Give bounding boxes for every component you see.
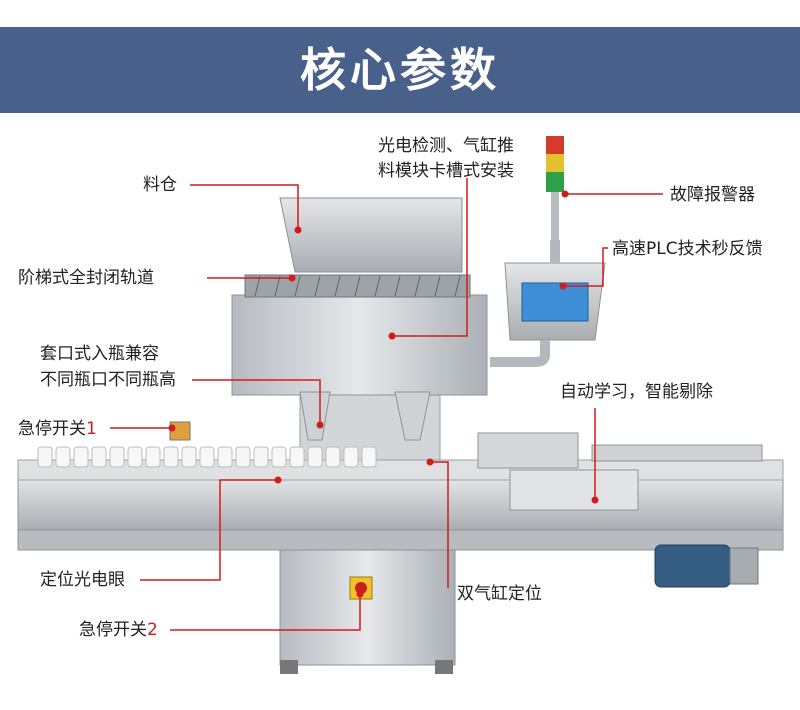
- label-alarm: 故障报警器: [670, 185, 755, 205]
- label-positioning-eye: 定位光电眼: [40, 570, 125, 590]
- label-estop2-num: 2: [147, 620, 158, 640]
- callout-photo-module: [392, 178, 468, 337]
- label-double-cylinder: 双气缸定位: [457, 584, 542, 604]
- label-plc: 高速PLC技术秒反馈: [612, 239, 763, 259]
- callout-double-cyl: [430, 461, 449, 588]
- left-foot: [280, 660, 298, 674]
- callout-hopper: [190, 184, 299, 230]
- title-banner: [0, 27, 800, 113]
- label-bottle-line1: 套口式入瓶兼容: [40, 344, 159, 364]
- side-rail: [591, 444, 763, 462]
- conveyor-front: [17, 529, 784, 551]
- bottle-row: [37, 446, 377, 468]
- label-estop2: 急停开关2: [79, 619, 158, 641]
- plc-arm: [490, 240, 560, 367]
- label-photo-module-line2: 料模块卡槽式安装: [378, 161, 514, 181]
- callout-positioning: [140, 479, 278, 581]
- label-estop1-num: 1: [86, 419, 97, 439]
- label-hopper: 料仓: [143, 175, 177, 195]
- hopper-base: [231, 294, 488, 396]
- tower-light-yellow: [546, 154, 564, 172]
- callout-plc: [563, 247, 608, 287]
- label-bottle-line2: 不同瓶口不同瓶高: [40, 370, 176, 390]
- label-photo-module-line1: 光电检测、气缸推: [378, 136, 514, 156]
- rejection-tray: [477, 432, 579, 469]
- hopper-bin: [279, 197, 463, 273]
- conveyor-table: [17, 477, 784, 531]
- plc-screen: [521, 282, 589, 322]
- tower-light-green: [546, 172, 564, 192]
- label-estop1: 急停开关1: [18, 418, 97, 440]
- label-estop2-text: 急停开关: [79, 620, 147, 640]
- label-auto-learn: 自动学习，智能剔除: [560, 382, 713, 402]
- page-title: 核心参数: [300, 43, 500, 97]
- callout-bottle: [192, 379, 321, 425]
- label-estop1-text: 急停开关: [18, 419, 86, 439]
- right-foot: [435, 660, 453, 674]
- tower-light-red: [546, 136, 564, 154]
- right-chute: [394, 391, 431, 441]
- label-sealed-track: 阶梯式全封闭轨道: [18, 268, 154, 288]
- callout-estop2: [170, 594, 361, 631]
- sorting-drawer: [509, 469, 639, 511]
- motor: [654, 544, 731, 588]
